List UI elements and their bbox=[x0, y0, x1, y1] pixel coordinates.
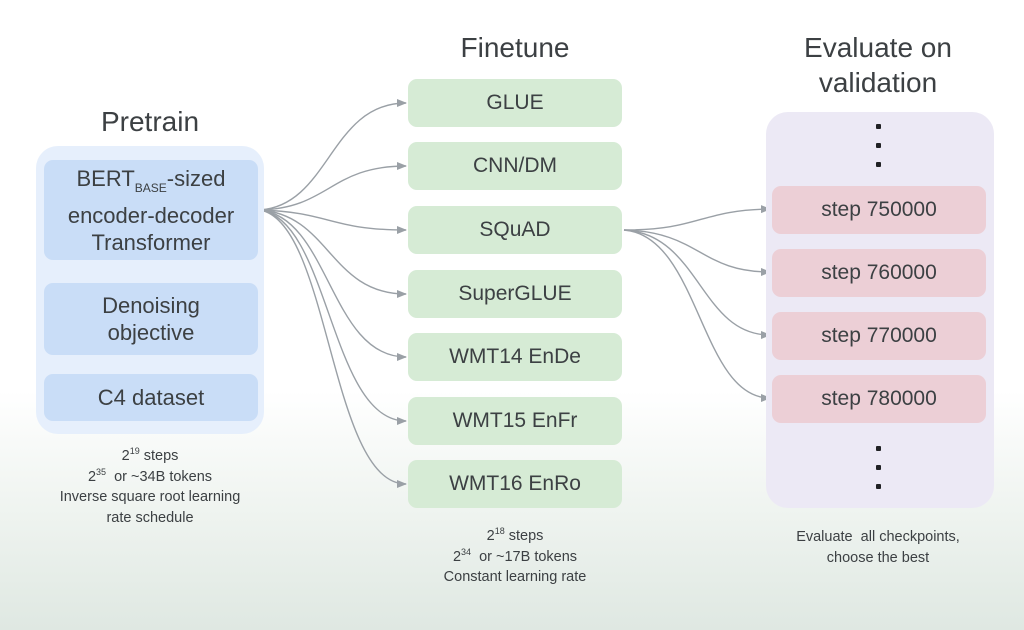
arrow-pretrain-to-squad bbox=[259, 209, 407, 234]
checkpoint-780000: step 780000 bbox=[772, 375, 986, 423]
task-label: WMT16 EnRo bbox=[449, 472, 581, 495]
task-label: WMT14 EnDe bbox=[449, 345, 581, 368]
finetune-tokens-base: 2 bbox=[452, 548, 462, 565]
pretrain-steps-text: steps bbox=[139, 448, 179, 464]
pretrain-lr-line1: Inverse square root learning bbox=[59, 489, 241, 505]
arrow-pretrain-to-wmt15 bbox=[259, 209, 407, 425]
arrow-squad-to-770000 bbox=[623, 229, 771, 339]
finetune-steps-base: 2 bbox=[486, 528, 495, 544]
model-subscript: BASE bbox=[134, 180, 167, 195]
checkpoint-770000: step 770000 bbox=[772, 312, 986, 360]
evaluate-title: Evaluate on validation bbox=[768, 30, 988, 100]
finetune-note: 218 steps 234 or ~17B tokens Constant le… bbox=[395, 526, 635, 588]
finetune-title: Finetune bbox=[460, 32, 570, 63]
checkpoint-label: step 750000 bbox=[821, 198, 937, 221]
arrow-squad-to-780000 bbox=[623, 229, 771, 402]
task-label: SuperGLUE bbox=[458, 282, 572, 305]
evaluate-note-line2: choose the best bbox=[826, 549, 930, 566]
evaluate-panel bbox=[766, 112, 994, 508]
model-line2: encoder-decoder bbox=[67, 202, 235, 228]
finetune-tokens-exp: 34 bbox=[461, 546, 472, 557]
task-label: WMT15 EnFr bbox=[452, 409, 578, 432]
finetune-lr-line: Constant learning rate bbox=[443, 569, 587, 585]
model-prefix: BERT bbox=[76, 165, 135, 191]
finetune-tokens-text: or ~17B tokens bbox=[471, 548, 578, 565]
task-cnndm: CNN/DM bbox=[408, 142, 622, 190]
arrow-pretrain-to-wmt14 bbox=[259, 209, 407, 361]
pretrain-steps-base: 2 bbox=[121, 448, 130, 464]
arrow-squad-to-750000 bbox=[623, 205, 771, 231]
checkpoint-label: step 760000 bbox=[821, 261, 937, 284]
ellipsis-bottom-icon bbox=[873, 446, 883, 489]
pretrain-note: 219 steps 235 or ~34B tokens Inverse squ… bbox=[30, 446, 270, 528]
task-label: CNN/DM bbox=[473, 154, 557, 177]
model-suffix: -sized bbox=[166, 165, 226, 191]
task-label: SQuAD bbox=[479, 218, 551, 241]
objective-box: Denoising objective bbox=[44, 283, 258, 355]
arrow-pretrain-to-wmt16 bbox=[259, 209, 407, 488]
ellipsis-top-icon bbox=[873, 124, 883, 167]
task-wmt14: WMT14 EnDe bbox=[408, 333, 622, 381]
checkpoint-760000: step 760000 bbox=[772, 249, 986, 297]
evaluate-note: Evaluate all checkpoints, choose the bes… bbox=[758, 527, 998, 568]
objective-line1: Denoising bbox=[102, 293, 200, 318]
evaluate-title-line2: validation bbox=[818, 67, 938, 98]
finetune-steps-text: steps bbox=[504, 528, 544, 544]
pretrain-tokens-base: 2 bbox=[87, 468, 97, 485]
evaluate-note-line1: Evaluate all checkpoints, bbox=[796, 529, 960, 545]
model-box: BERTBASE-sized encoder-decoder Transform… bbox=[44, 160, 258, 260]
arrow-squad-to-760000 bbox=[623, 229, 771, 276]
task-superglue: SuperGLUE bbox=[408, 270, 622, 318]
arrow-pretrain-to-glue bbox=[259, 99, 407, 211]
checkpoint-label: step 770000 bbox=[821, 324, 937, 347]
finetune-steps-exp: 18 bbox=[494, 526, 505, 537]
task-label: GLUE bbox=[486, 91, 544, 114]
task-squad: SQuAD bbox=[408, 206, 622, 254]
pretrain-steps-exp: 19 bbox=[129, 446, 140, 457]
task-wmt15: WMT15 EnFr bbox=[408, 397, 622, 445]
evaluate-title-line1: Evaluate on bbox=[804, 32, 952, 63]
arrow-pretrain-to-superglue bbox=[259, 209, 407, 298]
pretrain-tokens-text: or ~34B tokens bbox=[106, 468, 213, 485]
checkpoint-750000: step 750000 bbox=[772, 186, 986, 234]
arrow-pretrain-to-cnndm bbox=[259, 162, 407, 211]
dataset-label: C4 dataset bbox=[97, 385, 205, 410]
model-line3: Transformer bbox=[91, 229, 211, 255]
objective-line2: objective bbox=[107, 320, 195, 345]
pretrain-title: Pretrain bbox=[100, 106, 200, 137]
checkpoint-label: step 780000 bbox=[821, 387, 937, 410]
dataset-box: C4 dataset bbox=[44, 374, 258, 421]
task-wmt16: WMT16 EnRo bbox=[408, 460, 622, 508]
task-glue: GLUE bbox=[408, 79, 622, 127]
pretrain-tokens-exp: 35 bbox=[96, 466, 107, 477]
pretrain-lr-line2: rate schedule bbox=[106, 509, 194, 526]
